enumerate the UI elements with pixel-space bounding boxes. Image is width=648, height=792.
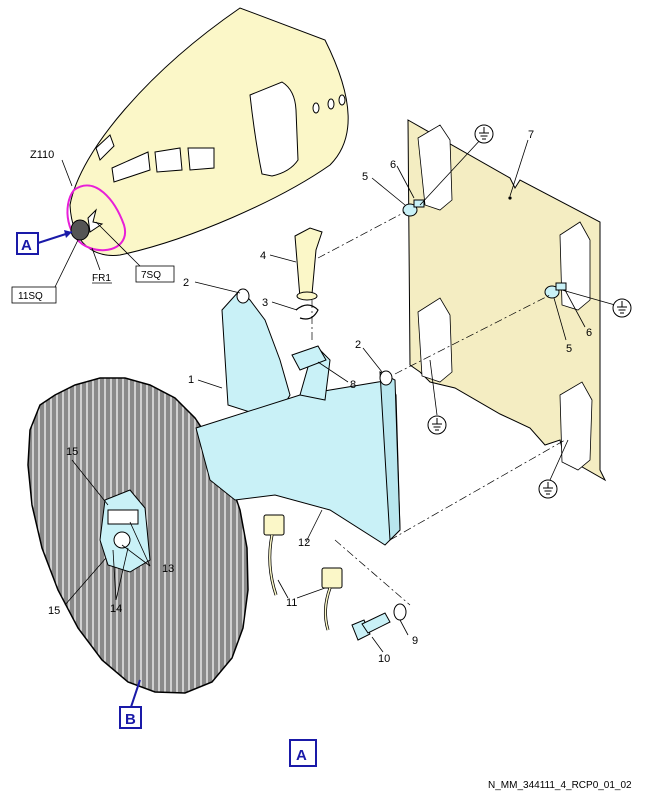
- callout-3: 3: [262, 297, 268, 309]
- callout-2a: 2: [183, 277, 189, 289]
- callout-1: 1: [188, 374, 194, 386]
- radar-dish: [27, 377, 249, 694]
- callout-9: 9: [412, 635, 418, 647]
- right-section-label: 7SQ: [141, 270, 161, 281]
- mounting-panel: [407, 119, 607, 482]
- clamp-part: [295, 304, 319, 320]
- screw-lower: [544, 282, 567, 299]
- ground-icon: [474, 124, 494, 144]
- ground-icon: [427, 415, 447, 435]
- svg-text:A: A: [21, 237, 32, 254]
- callout-12: 12: [298, 537, 310, 549]
- callout-6b: 6: [586, 327, 592, 339]
- callout-4: 4: [260, 250, 266, 262]
- view-marker-a[interactable]: A: [16, 232, 39, 255]
- callout-2b: 2: [355, 339, 361, 351]
- callout-15a: 15: [66, 446, 78, 458]
- callout-leaders: [64, 139, 586, 653]
- main-view-label: A: [289, 739, 317, 767]
- callout-10: 10: [378, 653, 390, 665]
- callout-11: 11: [286, 597, 297, 609]
- radar-antenna-icon: [70, 219, 90, 241]
- callout-5b: 5: [566, 343, 572, 355]
- callout-13: 13: [162, 563, 174, 575]
- drawing-reference: N_MM_344111_4_RCP0_01_02: [488, 780, 632, 791]
- ground-icon: [538, 479, 558, 499]
- svg-text:B: B: [125, 711, 136, 728]
- gasket-part: [291, 345, 327, 371]
- frame-label: FR1: [92, 273, 111, 284]
- fuselage-nose: [66, 7, 349, 256]
- screw-upper: [402, 199, 425, 217]
- view-marker-b[interactable]: B: [119, 706, 142, 729]
- bolt-and-washer: [351, 603, 407, 641]
- bracket-assembly: [195, 288, 401, 546]
- callout-14: 14: [110, 603, 122, 615]
- callout-numbers: 1 2 2 3 4 5 5 6 6 7 8 9 10 11 12 13 14 1…: [48, 129, 592, 665]
- svg-text:A: A: [296, 747, 307, 764]
- cable-connectors: [263, 514, 343, 631]
- alignment-lines: [311, 211, 566, 606]
- zone-label: Z110: [30, 149, 54, 161]
- callout-8: 8: [350, 379, 356, 391]
- callout-5a: 5: [362, 171, 368, 183]
- callout-15b: 15: [48, 605, 60, 617]
- duct-part: [294, 227, 323, 299]
- ground-icon: [612, 298, 632, 318]
- callout-6a: 6: [390, 159, 396, 171]
- callout-7: 7: [528, 129, 534, 141]
- left-section-label: 11SQ: [18, 291, 43, 302]
